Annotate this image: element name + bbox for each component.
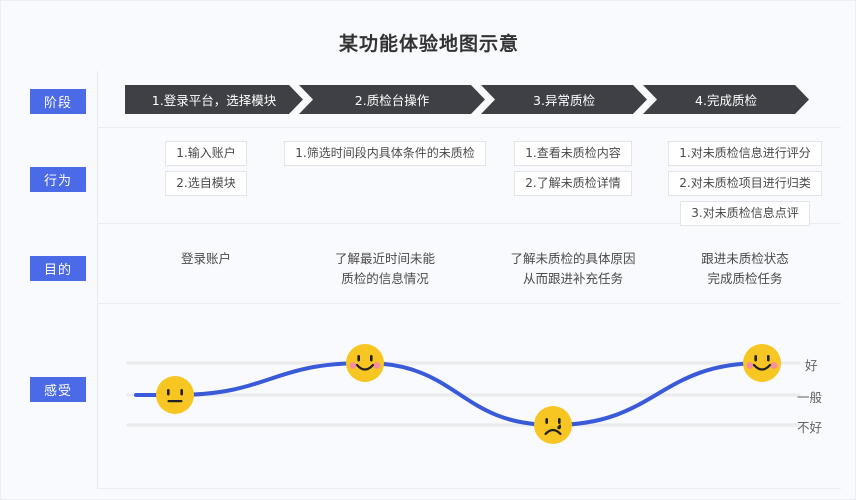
- stage-chip-2[interactable]: 2.质检台操作: [299, 85, 485, 114]
- goal-row: 登录账户 了解最近时间未能 质检的信息情况 了解未质检的具体原因 从而跟进补充任…: [97, 223, 841, 303]
- behavior-column-1: 1.输入账户 2.选自模块: [134, 127, 278, 196]
- row-label-goal: 目的: [30, 256, 86, 281]
- behavior-item[interactable]: 1.查看未质检内容: [514, 141, 632, 166]
- y-tick-label-neutral: 一般: [797, 390, 823, 405]
- behavior-item[interactable]: 3.对未质检信息点评: [680, 201, 810, 226]
- stage-chip-3[interactable]: 3.异常质检: [481, 85, 647, 114]
- vertical-divider: [97, 71, 98, 489]
- goal-line: 质检的信息情况: [341, 271, 429, 286]
- happy-face-marker[interactable]: [346, 344, 384, 382]
- row-divider-action-goal: [97, 223, 841, 224]
- goal-line: 了解未质检的具体原因: [510, 251, 636, 266]
- goal-line: 了解最近时间未能: [334, 251, 435, 266]
- behavior-item[interactable]: 2.选自模块: [165, 171, 247, 196]
- row-divider-bottom: [97, 488, 841, 489]
- stage-chip-4[interactable]: 4.完成质检: [643, 85, 809, 114]
- row-label-stage: 阶段: [30, 89, 86, 114]
- y-tick-label-bad: 不好: [797, 420, 823, 435]
- stage-bar: 1.登录平台，选择模块 2.质检台操作 3.异常质检 4.完成质检: [125, 85, 809, 114]
- stage-chip-1[interactable]: 1.登录平台，选择模块: [125, 85, 303, 114]
- goal-column-4: 跟进未质检状态 完成质检任务: [649, 249, 841, 289]
- emotion-curve-svg: [126, 344, 801, 444]
- behavior-column-3: 1.查看未质检内容 2.了解未质检详情: [493, 127, 653, 196]
- goal-line: 完成质检任务: [707, 271, 783, 286]
- behavior-item[interactable]: 1.输入账户: [165, 141, 247, 166]
- behavior-item[interactable]: 2.了解未质检详情: [514, 171, 632, 196]
- goal-line: 登录账户: [180, 251, 231, 266]
- sad-face-marker[interactable]: [534, 406, 572, 444]
- emotion-chart: 好 一般 不好: [97, 303, 841, 488]
- goal-column-1: 登录账户: [134, 249, 278, 269]
- row-label-action: 行为: [30, 167, 86, 192]
- page-title: 某功能体验地图示意: [338, 33, 519, 55]
- goal-column-2: 了解最近时间未能 质检的信息情况: [273, 249, 497, 289]
- behavior-item[interactable]: 1.对未质检信息进行评分: [668, 141, 822, 166]
- row-divider-stage-action: [97, 127, 841, 128]
- behavior-column-2: 1.筛选时间段内具体条件的未质检: [273, 127, 497, 166]
- neutral-face-marker[interactable]: [156, 376, 194, 414]
- behavior-item[interactable]: 1.筛选时间段内具体条件的未质检: [284, 141, 486, 166]
- happy-face-marker[interactable]: [743, 344, 781, 382]
- goal-line: 从而跟进补充任务: [522, 271, 623, 286]
- row-label-feeling: 感受: [30, 377, 86, 402]
- goal-line: 跟进未质检状态: [701, 251, 789, 266]
- y-tick-label-good: 好: [805, 358, 818, 373]
- goal-column-3: 了解未质检的具体原因 从而跟进补充任务: [493, 249, 653, 289]
- behavior-row: 1.输入账户 2.选自模块 1.筛选时间段内具体条件的未质检 1.查看未质检内容…: [97, 127, 841, 226]
- row-divider-goal-feeling: [97, 303, 841, 304]
- behavior-item[interactable]: 2.对未质检项目进行归类: [668, 171, 822, 196]
- behavior-column-4: 1.对未质检信息进行评分 2.对未质检项目进行归类 3.对未质检信息点评: [649, 127, 841, 226]
